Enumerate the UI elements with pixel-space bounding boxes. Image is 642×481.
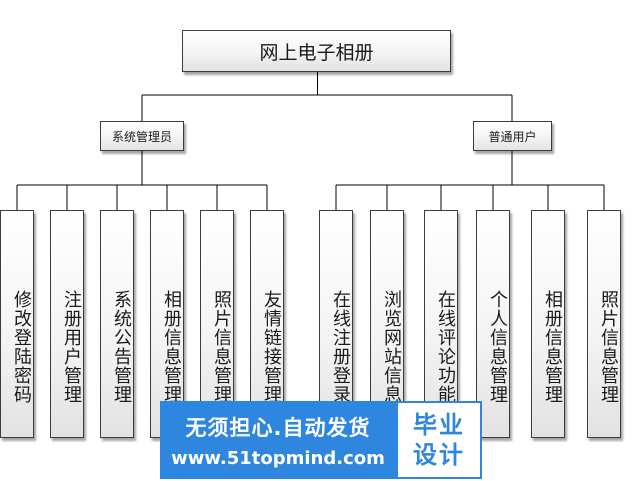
watermark-url: www.51topmind.com [171, 447, 385, 469]
leaf-node-admin-5: 照片信息管理 [200, 210, 234, 438]
leaf-node-admin-3: 系统公告管理 [100, 210, 134, 438]
leaf-node-admin-2: 注册用户管理 [50, 210, 84, 438]
leaf-node-admin-4: 相册信息管理 [150, 210, 184, 438]
watermark-badge-line2: 设计 [413, 441, 465, 469]
leaf-node-user-6: 照片信息管理 [587, 210, 621, 438]
leaf-node-admin-1: 修改登陆密码 [0, 210, 34, 438]
leaf-node-user-1: 在线注册登录 [319, 210, 353, 438]
leaf-node-admin-6: 友情链接管理 [250, 210, 284, 438]
watermark-banner: 无须担心.自动发货 www.51topmind.com 毕业 设计 [160, 401, 482, 479]
watermark-slogan: 无须担心.自动发货 [185, 415, 371, 440]
leaf-node-user-3: 在线评论功能 [424, 210, 458, 438]
leaf-node-user-2: 浏览网站信息 [370, 210, 404, 438]
watermark-badge: 毕业 设计 [396, 401, 482, 479]
leaf-node-user-4: 个人信息管理 [476, 210, 510, 438]
branch-node-user: 普通用户 [473, 121, 552, 151]
root-node: 网上电子相册 [182, 30, 451, 72]
branch-node-admin: 系统管理员 [100, 121, 184, 151]
watermark-badge-line1: 毕业 [413, 411, 465, 439]
watermark-slogan-panel: 无须担心.自动发货 www.51topmind.com [160, 401, 396, 479]
leaf-node-user-5: 相册信息管理 [531, 210, 565, 438]
